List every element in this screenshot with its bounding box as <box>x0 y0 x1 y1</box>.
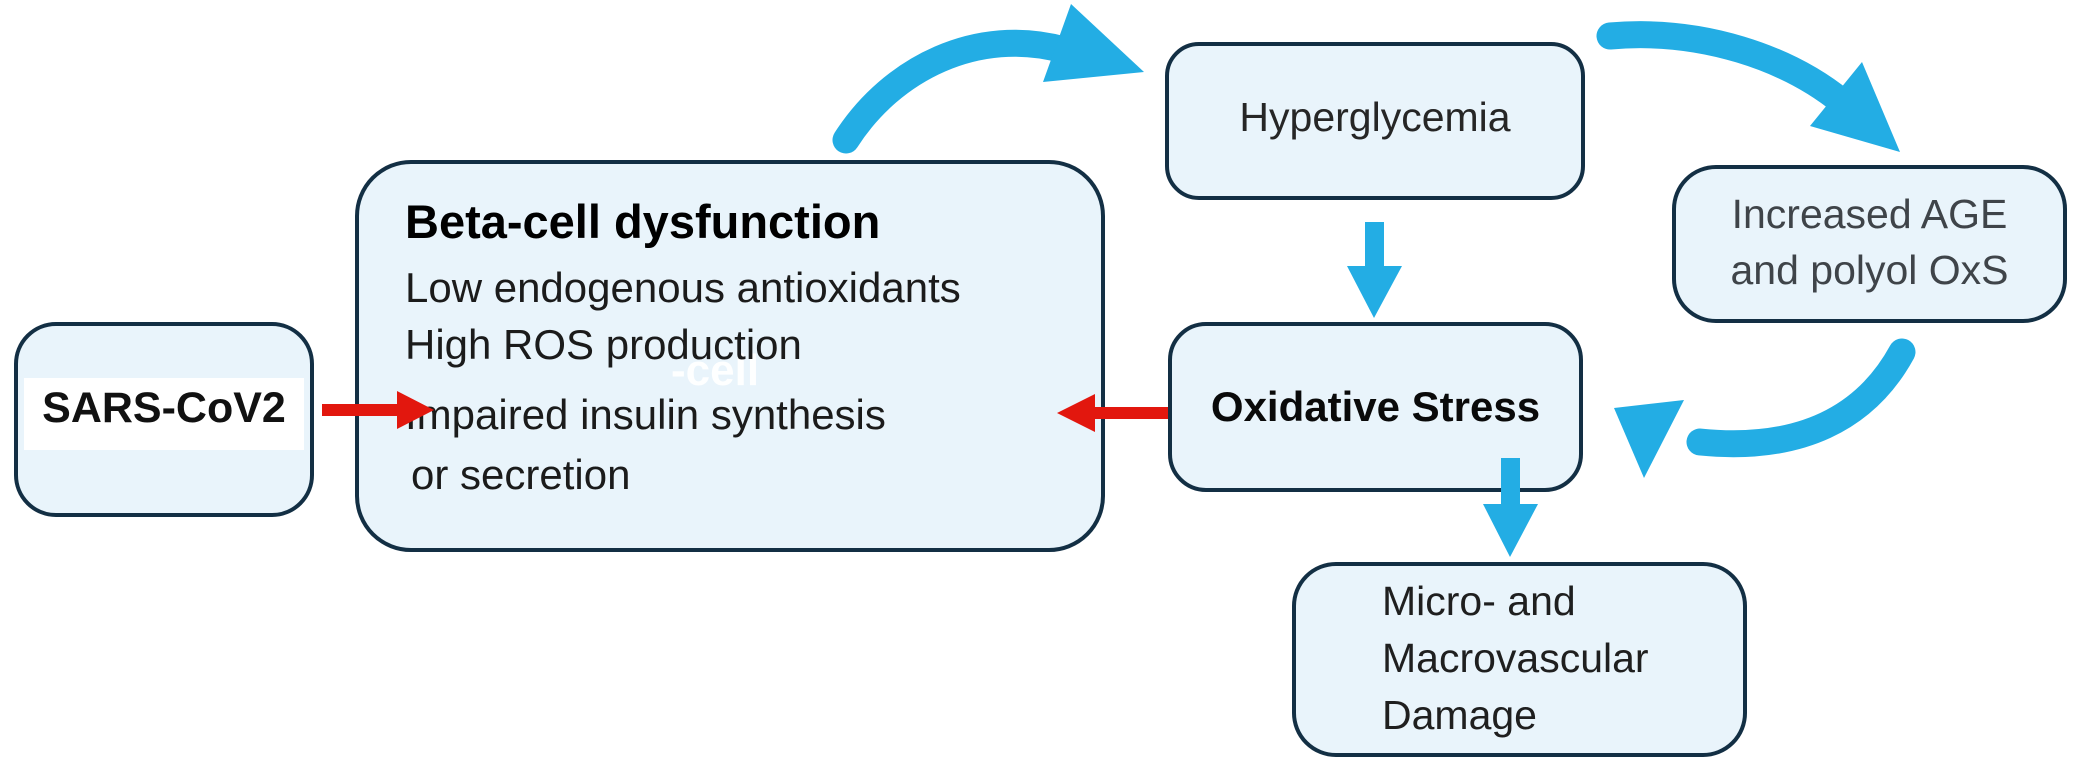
hyperglycemia-label: Hyperglycemia <box>1239 94 1511 140</box>
arrow-hyperglycemia-to-oxidative-icon <box>1347 222 1402 318</box>
increased-age-line1: Increased AGE <box>1731 191 2008 237</box>
vascular-damage-line2: Macrovascular <box>1382 635 1649 681</box>
hyperglycemia-box: Hyperglycemia <box>1165 42 1585 200</box>
beta-item-low-antioxidants: Low endogenous antioxidants <box>405 264 961 311</box>
beta-cell-dysfunction-box: -cell Beta-cell dysfunction Low endogeno… <box>355 160 1105 552</box>
sars-cov2-label-background <box>24 378 304 450</box>
increased-age-box: Increased AGE and polyol OxS <box>1672 165 2067 323</box>
increased-age-line2: and polyol OxS <box>1730 247 2009 293</box>
beta-item-impaired-insulin: Impaired insulin synthesis <box>405 391 886 438</box>
vascular-damage-box: Micro- and Macrovascular Damage <box>1292 562 1747 757</box>
sars-cov2-box: SARS-CoV2 <box>14 322 314 517</box>
vascular-damage-line3: Damage <box>1382 692 1537 738</box>
arrow-age-to-oxidative-icon <box>1614 338 1916 478</box>
beta-cell-dysfunction-title: Beta-cell dysfunction <box>405 195 881 248</box>
beta-item-high-ros: High ROS production <box>405 321 802 368</box>
sars-cov2-label: SARS-CoV2 <box>42 384 286 432</box>
beta-item-or-secretion: or secretion <box>411 451 631 498</box>
arrow-hyperglycemia-to-age-icon <box>1596 21 1900 152</box>
vascular-damage-line1: Micro- and <box>1382 578 1576 624</box>
oxidative-stress-box: Oxidative Stress <box>1168 322 1583 492</box>
ghost-cell-text: -cell <box>671 346 760 395</box>
arrow-beta-to-hyperglycemia-icon <box>832 4 1144 154</box>
oxidative-stress-label: Oxidative Stress <box>1210 383 1541 430</box>
